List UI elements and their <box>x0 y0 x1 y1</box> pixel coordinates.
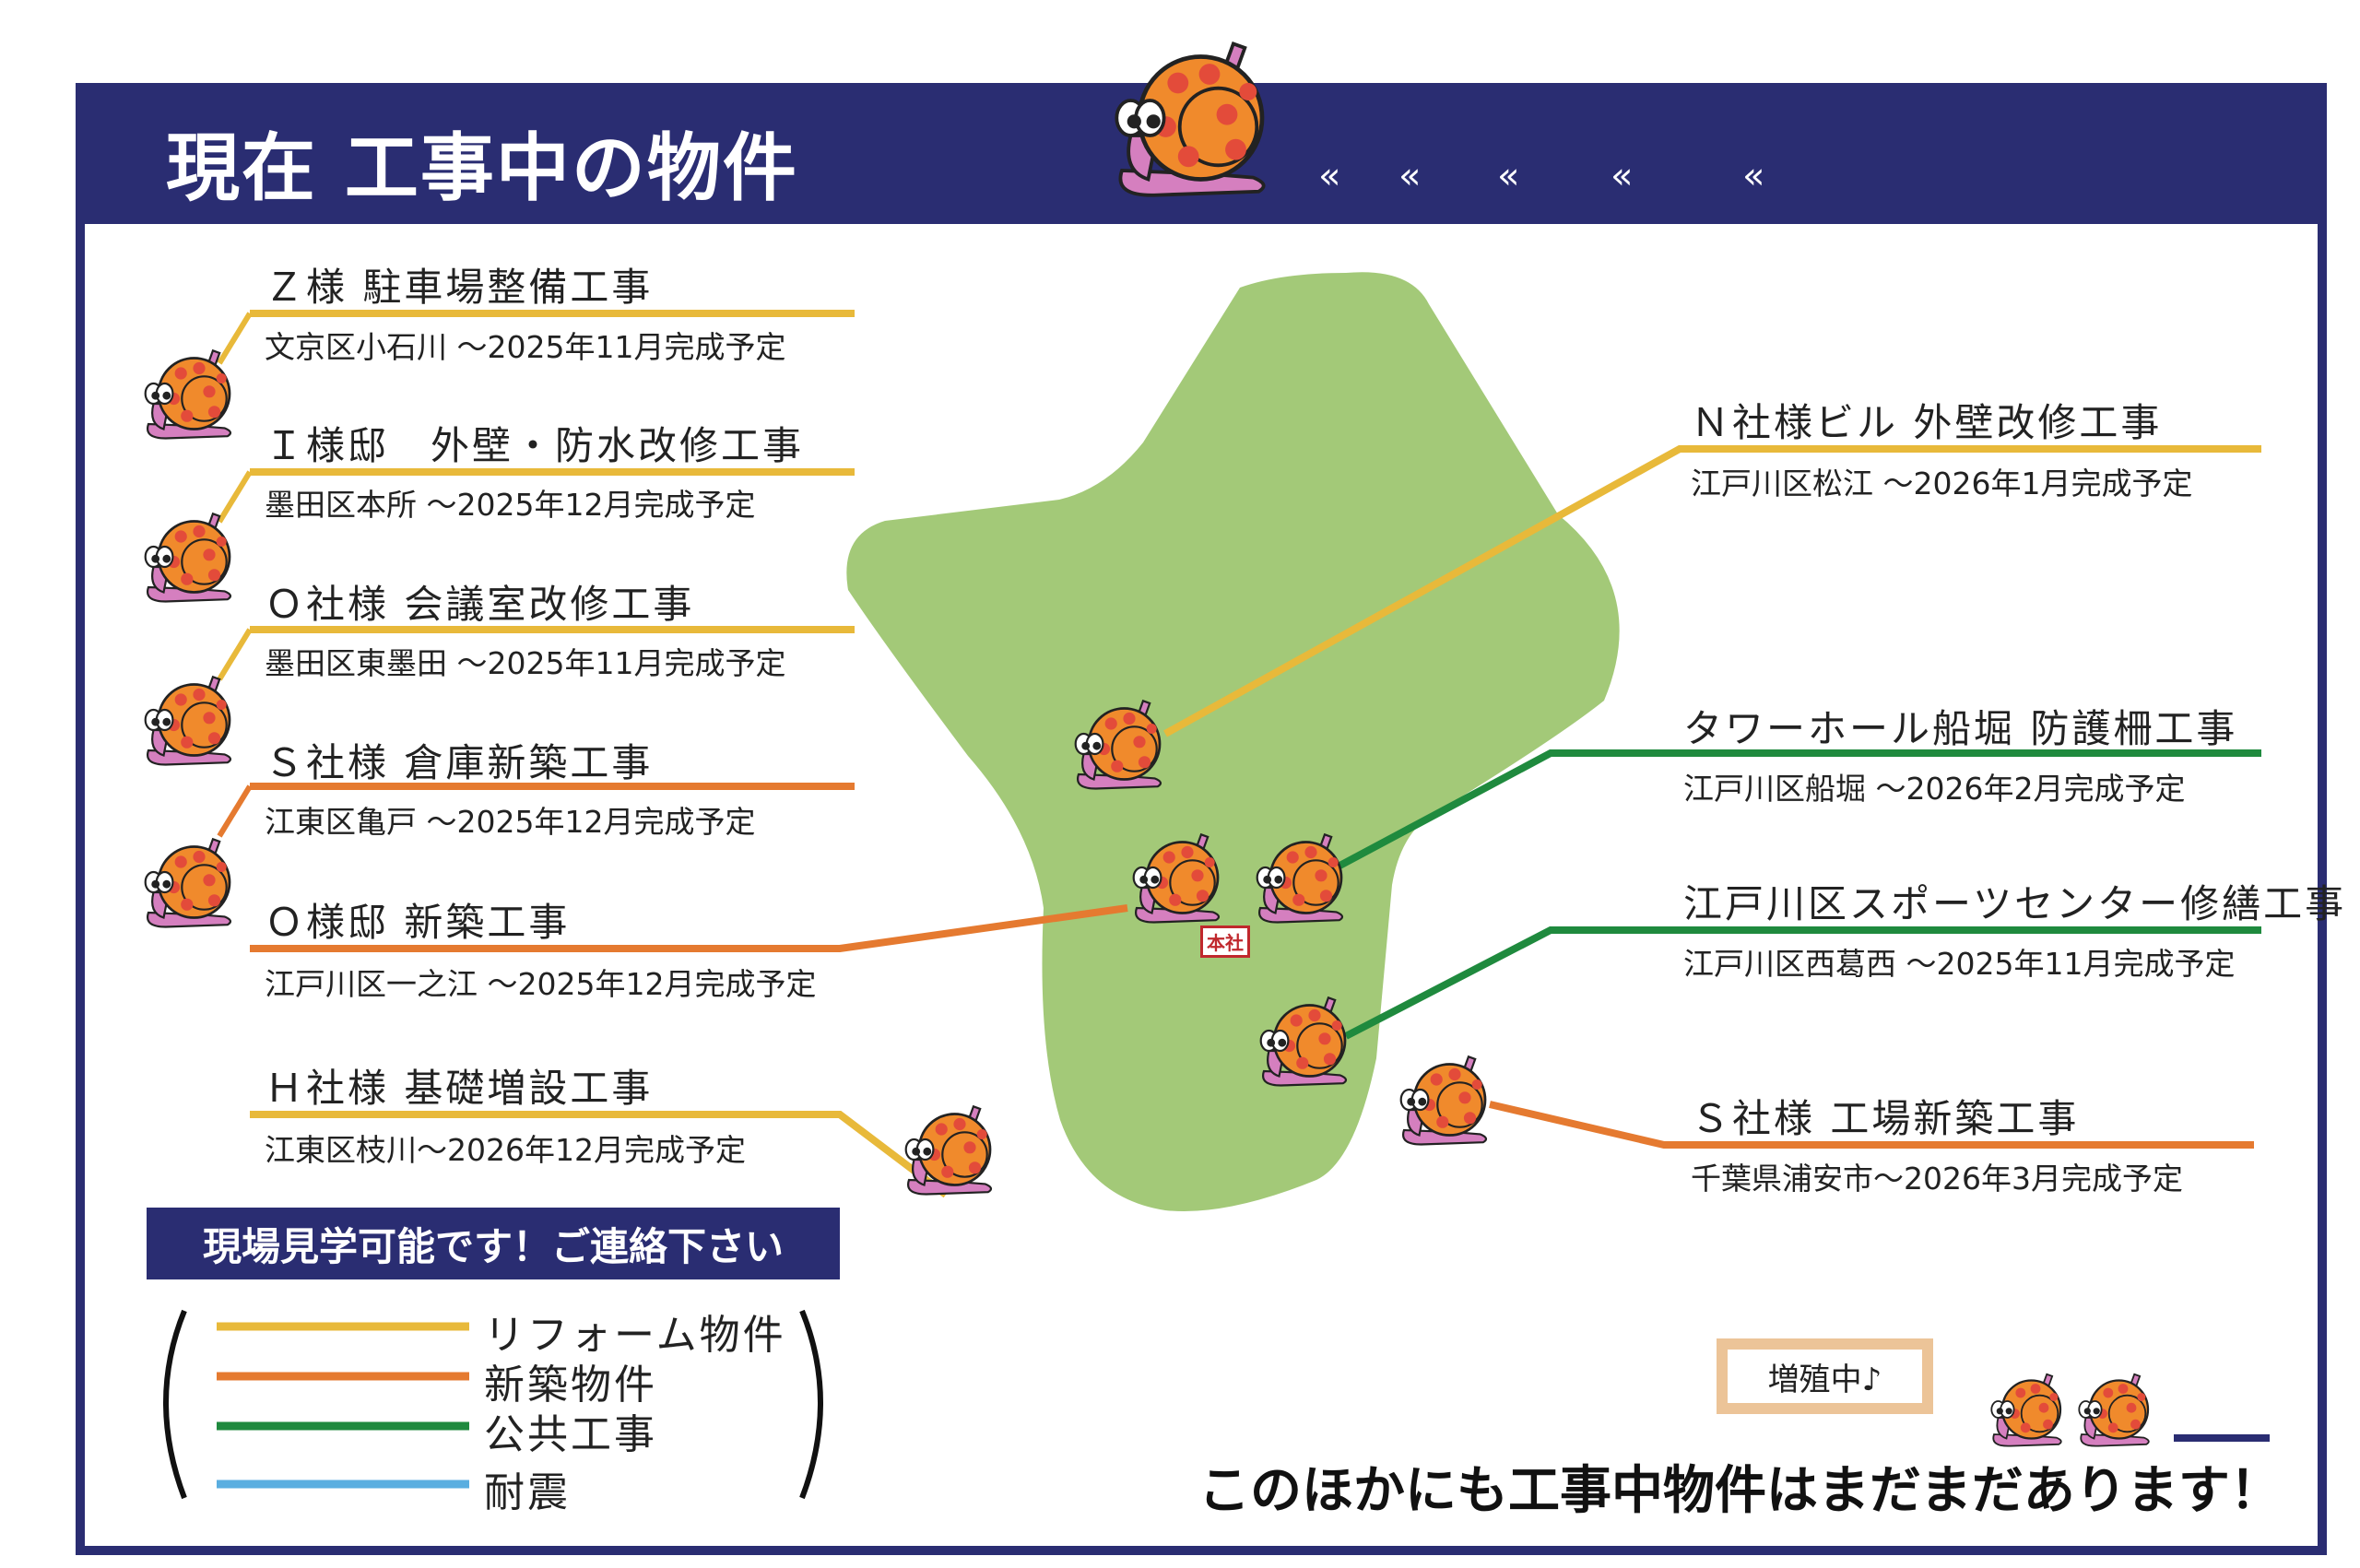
connector-line <box>217 784 253 838</box>
headquarters-label: 本社 <box>1200 925 1250 958</box>
legend-label: 公共工事 <box>484 1411 657 1458</box>
legend-graphics <box>163 1309 823 1500</box>
snail-icon <box>1394 1049 1495 1150</box>
footer-message: このほかにも工事中物件はまだまだあります！ <box>1198 1461 2282 1521</box>
project-title: Ｏ社様 会議室改修工事 <box>265 582 695 627</box>
connector-line <box>250 904 1128 952</box>
chevron-icon: « <box>1318 155 1341 197</box>
more-dots <box>2174 1434 2270 1442</box>
connector-line <box>1163 445 2261 737</box>
chevron-icon: « <box>1742 155 1765 197</box>
project-title: Ｉ様邸 外壁・防水改修工事 <box>265 423 805 468</box>
project-detail: 江東区亀戸 ～2025年12月完成予定 <box>265 804 756 840</box>
snail-icon <box>138 669 240 771</box>
snail-icon <box>1250 827 1351 928</box>
project-detail: 千葉県浦安市～2026年3月完成予定 <box>1691 1161 2183 1197</box>
chevron-icon: « <box>1611 155 1634 197</box>
connector-line <box>1329 749 2261 874</box>
map-area <box>846 272 1620 1212</box>
project-detail: 墨田区東墨田 ～2025年11月完成予定 <box>265 645 786 681</box>
site-visit-notice: 現場見学可能です！ご連絡下さい <box>147 1208 840 1279</box>
snail-icon <box>138 343 240 444</box>
project-detail: 江戸川区船堀 ～2026年2月完成予定 <box>1683 771 2186 807</box>
project-detail: 文京区小石川 ～2025年11月完成予定 <box>265 329 786 365</box>
snail-icon <box>1068 693 1170 795</box>
chevron-icon: « <box>1497 155 1520 197</box>
legend-label: 耐震 <box>484 1469 571 1516</box>
legend-label: リフォーム物件 <box>484 1312 786 1359</box>
snail-icon <box>2073 1368 2156 1451</box>
project-title: Ｈ社様 基礎増設工事 <box>265 1066 654 1111</box>
legend-label: 新築物件 <box>484 1362 657 1409</box>
snail-icon <box>899 1099 1000 1200</box>
project-title: Ｓ社様 倉庫新築工事 <box>265 740 654 785</box>
snail-icon <box>138 831 240 933</box>
project-title: タワーホール船堀 防護柵工事 <box>1683 706 2238 751</box>
snail-icon <box>138 506 240 607</box>
connector-line <box>217 312 253 365</box>
legend-paren-left <box>163 1309 187 1500</box>
project-title: Ｚ様 駐車場整備工事 <box>265 265 654 310</box>
connector-line <box>217 470 253 524</box>
connector-line <box>217 628 253 681</box>
snail-icon <box>1254 990 1355 1091</box>
connector-line <box>1489 1101 2254 1149</box>
project-detail: 江戸川区松江 ～2026年1月完成予定 <box>1691 466 2193 501</box>
connector-line <box>1344 926 2261 1040</box>
speech-bubble-text: 増殖中♪ <box>1728 1350 1922 1403</box>
snail-icon <box>1986 1368 2069 1451</box>
snail-icon <box>1127 827 1228 928</box>
project-detail: 江東区枝川～2026年12月完成予定 <box>265 1132 746 1168</box>
project-title: Ｏ様邸 新築工事 <box>265 900 571 945</box>
chevron-icon: « <box>1398 155 1422 197</box>
project-detail: 墨田区本所 ～2025年12月完成予定 <box>265 487 756 523</box>
speech-bubble: 増殖中♪ <box>1717 1338 1933 1414</box>
page-title: 現在 工事中の物件 <box>166 125 798 211</box>
project-title: 江戸川区スポーツセンター修繕工事 <box>1683 881 2347 926</box>
legend-paren-right <box>799 1309 823 1500</box>
project-detail: 江戸川区西葛西 ～2025年11月完成予定 <box>1683 946 2236 982</box>
connector-line <box>250 1111 949 1198</box>
project-title: Ｓ社様 工場新築工事 <box>1691 1096 2080 1141</box>
project-detail: 江戸川区一之江 ～2025年12月完成予定 <box>265 966 817 1002</box>
project-title: Ｎ社様ビル 外壁改修工事 <box>1691 400 2163 445</box>
